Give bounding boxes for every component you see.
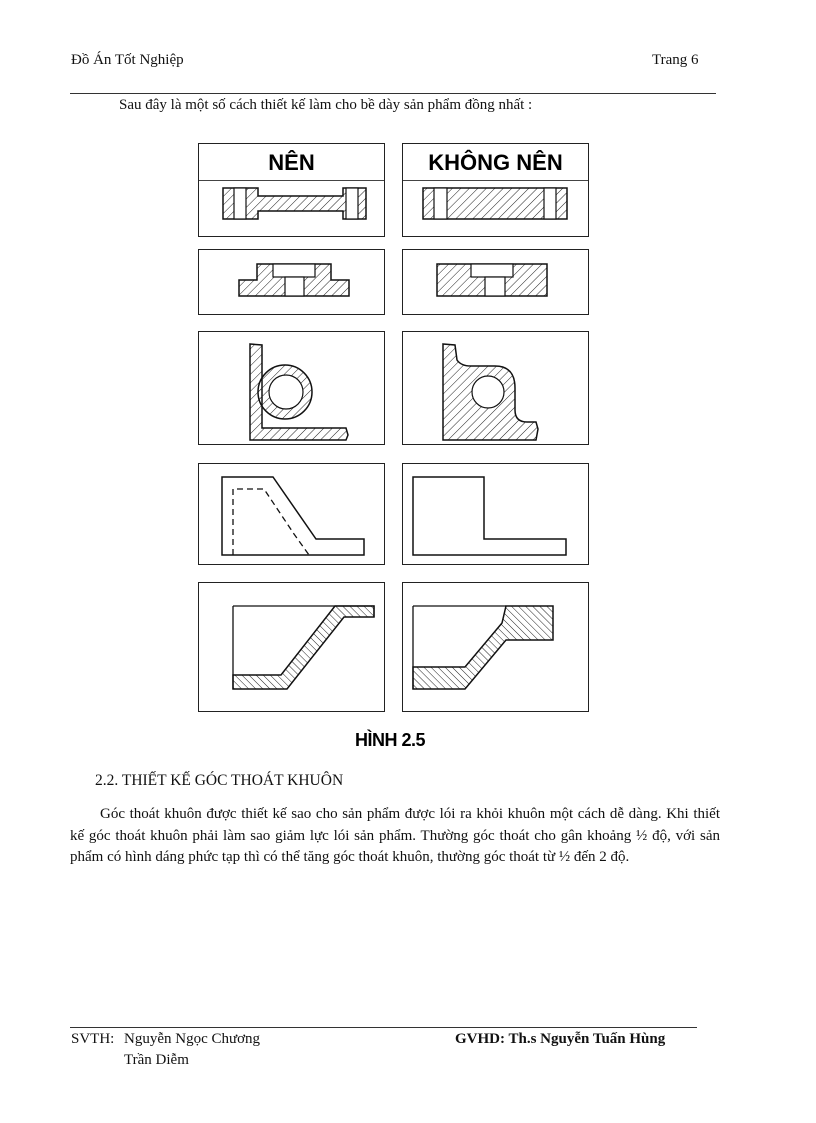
drawing-tapered-profile (221, 476, 365, 556)
panel-row4-recommended (198, 463, 385, 565)
advisor-name: GVHD: Th.s Nguyễn Tuấn Hùng (455, 1031, 666, 1047)
panel-row4-not-recommended (402, 463, 589, 565)
figure-caption: HÌNH 2.5 (355, 730, 426, 750)
drawing-thick-end-slope-wall (412, 605, 554, 690)
panel-row2-not-recommended (402, 249, 589, 315)
label-recommended: NÊN (199, 144, 384, 181)
intro-text: Sau đây là một số cách thiết kế làm cho … (119, 97, 533, 113)
drawing-sharp-step-profile (412, 476, 567, 556)
label-not-recommended: KHÔNG NÊN (403, 144, 588, 181)
header-divider (70, 93, 716, 94)
student-label: SVTH: (71, 1031, 115, 1047)
drawing-solid-block (436, 263, 548, 297)
drawing-uniform-slope-wall (232, 605, 375, 690)
panel-row1-not-recommended: KHÔNG NÊN (402, 143, 589, 237)
document-title: Đồ Án Tốt Nghiệp (71, 52, 184, 68)
panel-row5-not-recommended (402, 582, 589, 712)
panel-row2-recommended (198, 249, 385, 315)
drawing-solid-bracket (442, 343, 539, 441)
student-name-2: Trần Diễm (124, 1052, 189, 1068)
panel-row3-recommended (198, 331, 385, 445)
panel-row5-recommended (198, 582, 385, 712)
section-heading: 2.2. THIẾT KẾ GÓC THOÁT KHUÔN (95, 772, 344, 789)
drawing-l-bracket-ring (249, 343, 349, 441)
page-number: Trang 6 (652, 52, 699, 68)
drawing-flanged-bar-thin (222, 187, 367, 220)
panel-row3-not-recommended (402, 331, 589, 445)
panel-row1-recommended: NÊN (198, 143, 385, 237)
drawing-stepped-boss (238, 263, 350, 297)
section-paragraph: Góc thoát khuôn được thiết kế sao cho sả… (70, 806, 720, 865)
student-name-1: Nguyễn Ngọc Chương (124, 1031, 261, 1047)
drawing-flanged-bar-solid (422, 187, 568, 220)
footer-divider (70, 1027, 697, 1028)
